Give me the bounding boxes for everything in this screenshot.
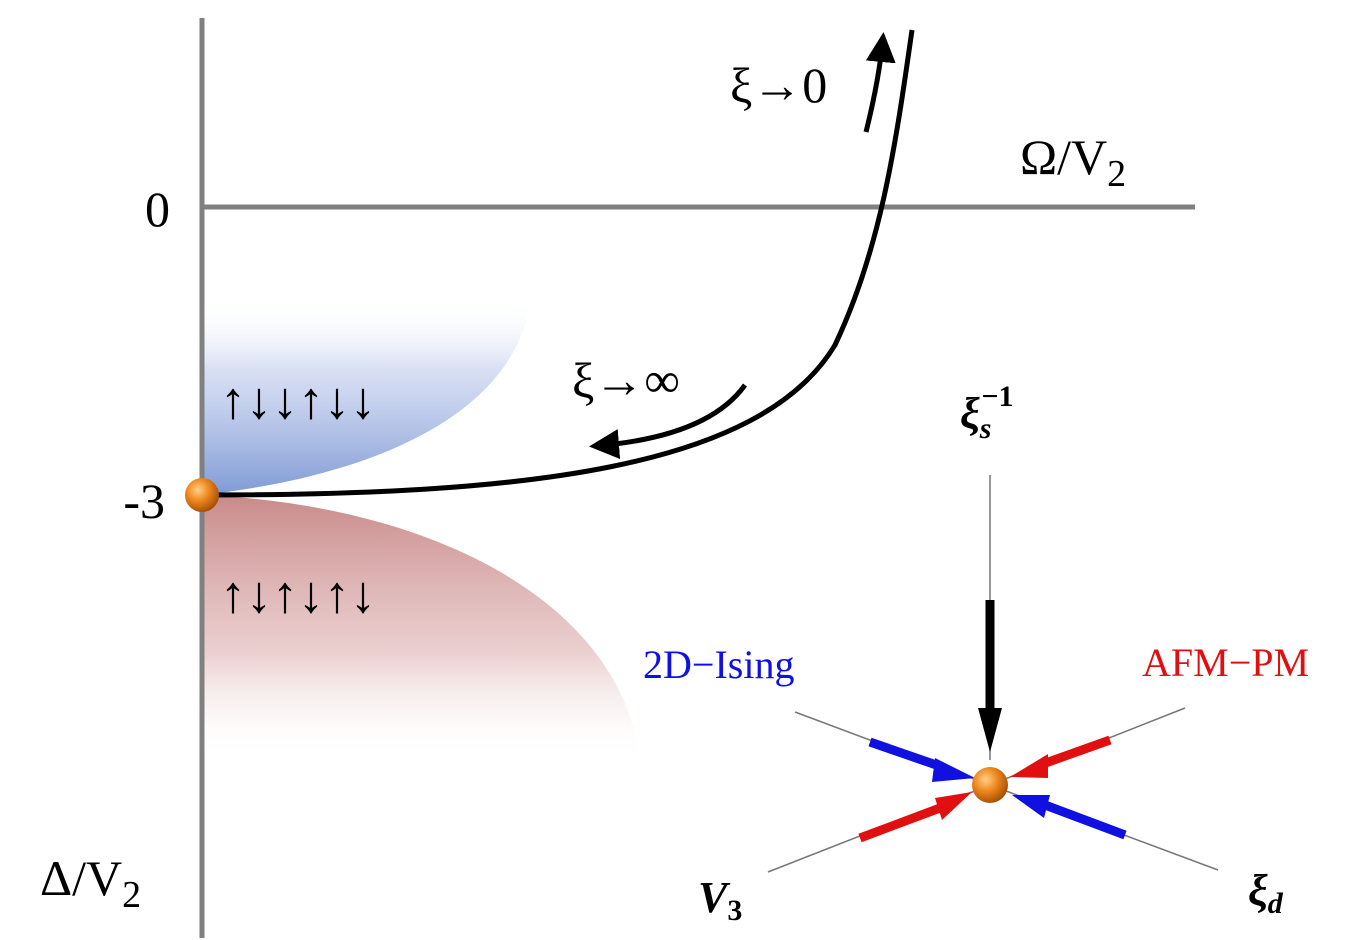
xi-s-arrow-head	[978, 708, 1002, 752]
blue-phase-region	[203, 300, 530, 495]
afm-arrow-head	[1010, 754, 1048, 778]
afm-flow-arrow	[1038, 735, 1112, 770]
red-phase-region	[203, 495, 640, 760]
fixed-point-inset: 2D−Ising AFM−PM ξs−1 V3 ξd	[643, 380, 1309, 927]
xi-to-infinity-label: ξ→∞	[572, 352, 680, 408]
lower-spin-configuration: ↑↓↑↓↑↓	[220, 567, 376, 624]
inset-fixed-point-ball	[972, 767, 1008, 803]
xi-d-arrow-head	[1012, 795, 1050, 818]
label-2d-ising: 2D−Ising	[643, 642, 794, 687]
upper-spin-configuration: ↑↓↓↑↓↓	[220, 373, 376, 430]
xi-s-axis-label: ξs−1	[960, 380, 1014, 445]
ising-arrow-head	[932, 758, 975, 782]
xi-to-zero-arrow	[863, 32, 896, 133]
xi-to-zero-label: ξ→0	[730, 57, 827, 113]
ising-flow-arrow	[868, 737, 947, 773]
v3-axis-label: V3	[698, 873, 742, 927]
tick-zero: 0	[145, 181, 170, 237]
tick-minus3: -3	[123, 473, 165, 529]
fixed-point-ball	[185, 478, 219, 512]
x-axis-label: Ω/V2	[1020, 129, 1126, 195]
label-afm-pm: AFM−PM	[1142, 640, 1309, 685]
flow-curve	[204, 29, 915, 498]
v3-arrow-head	[935, 792, 972, 820]
xi-d-axis-label: ξd	[1248, 866, 1284, 920]
v3-flow-arrow	[858, 803, 942, 843]
y-axis-label: Δ/V2	[40, 850, 141, 916]
xi-to-infinity-arrow	[589, 383, 748, 460]
xi-d-flow-arrow	[1043, 800, 1127, 840]
